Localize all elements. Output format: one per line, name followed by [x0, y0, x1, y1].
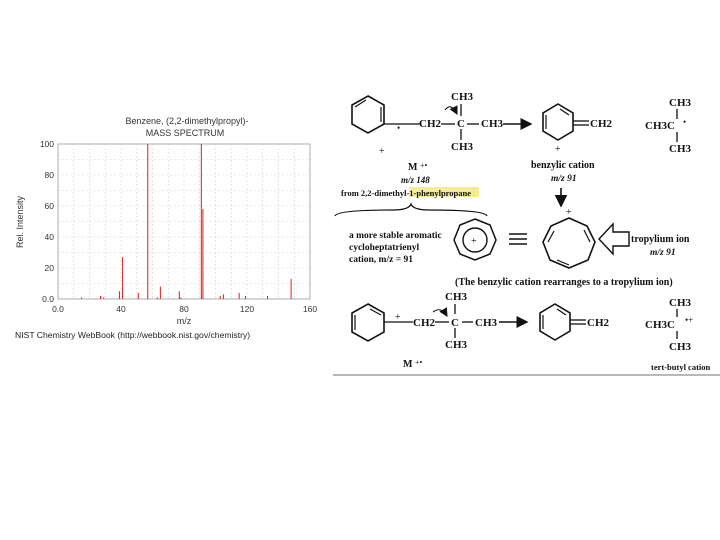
- row1-from-text: from 2,2-dimethyl-1-phenylpropane: [341, 188, 471, 198]
- tropylium-kekule: +: [542, 207, 596, 269]
- y-axis-label: Rel. Intensity: [15, 195, 25, 248]
- plot-bars: [81, 144, 292, 299]
- stable-line2: cycloheptatrienyl: [349, 243, 420, 253]
- row1-parent-molecule: • CH2 C CH3 CH3 CH3 + M +• m/z 148 from …: [341, 91, 504, 198]
- row3-tbutyl-ch3c: CH3C: [645, 319, 675, 331]
- y-tick-label: 100: [40, 139, 54, 149]
- y-tick-label: 40: [45, 232, 55, 242]
- y-tick-label: 0.0: [42, 294, 54, 304]
- y-tick-label: 20: [45, 263, 55, 273]
- svg-text:•+: •+: [685, 315, 693, 325]
- svg-text:+•: +•: [420, 161, 428, 170]
- rearrange-note: (The benzylic cation rearranges to a tro…: [455, 277, 673, 288]
- svg-text:+: +: [555, 144, 561, 155]
- svg-text:+: +: [471, 236, 477, 247]
- tropylium-mz: m/z 91: [650, 248, 676, 258]
- row1-ch2: CH2: [419, 118, 442, 130]
- source-credit: NIST Chemistry WebBook (http://webbook.n…: [15, 330, 250, 340]
- row1-ch3-top: CH3: [451, 91, 474, 103]
- row3-ch2: CH2: [413, 317, 436, 329]
- svg-text:+: +: [379, 146, 385, 157]
- stable-line3: cation, m/z = 91: [349, 255, 413, 265]
- benzylic-ring: [542, 103, 574, 141]
- row3-c: C: [451, 317, 459, 329]
- x-axis-label: m/z: [177, 316, 192, 326]
- plot-grid: [58, 144, 310, 299]
- fragmentation-scheme: • CH2 C CH3 CH3 CH3 + M +• m/z 148 from …: [333, 91, 720, 376]
- row3-parent-molecule: + CH2 C CH3 CH3 CH3 M +•: [351, 291, 498, 370]
- svg-text:•: •: [683, 117, 686, 127]
- row3-ch3-right: CH3: [475, 317, 498, 329]
- benzylic-label: benzylic cation: [531, 160, 595, 171]
- svg-text:•: •: [397, 123, 400, 133]
- row3-tbutyl-ch3-top: CH3: [669, 297, 692, 309]
- x-tick-label: 40: [116, 304, 126, 314]
- row1-mz148: m/z 148: [401, 175, 430, 185]
- x-tick-label: 160: [303, 304, 317, 314]
- row1-tbutyl-ch3-bottom: CH3: [669, 143, 692, 155]
- row1-benzylic-cation: CH2 + benzylic cation m/z 91: [531, 103, 613, 184]
- y-tick-label: 80: [45, 170, 55, 180]
- row1-tbutyl-ch3c: CH3C: [645, 120, 675, 132]
- x-tick-label: 120: [240, 304, 254, 314]
- row3-molecular-ion: M: [403, 359, 413, 370]
- row1-tbutyl-radical: CH3 CH3C • CH3: [645, 97, 692, 155]
- row3-tbutyl-ch3-bottom: CH3: [669, 341, 692, 353]
- row1-tbutyl-ch3-top: CH3: [669, 97, 692, 109]
- chart-title: Benzene, (2,2-dimethylpropyl)-: [125, 116, 248, 126]
- row1-c: C: [457, 118, 465, 130]
- tropylium-pointer-arrow: [598, 222, 630, 256]
- y-tick-labels: 0.0 20 40 60 80 100: [40, 139, 54, 304]
- row3-ch3-bottom: CH3: [445, 339, 468, 351]
- chart-subtitle: MASS SPECTRUM: [146, 128, 225, 138]
- svg-text:+: +: [395, 312, 401, 323]
- tropylium-aromatic-symbol: +: [453, 218, 497, 261]
- from-highlight: [409, 187, 479, 197]
- row3-tbutyl-cation: CH3 CH3C •+ CH3 tert-butyl cation: [645, 297, 711, 372]
- row3-ch3-top: CH3: [445, 291, 468, 303]
- benzene-ring: [351, 95, 385, 134]
- row3-product-ch2: CH2: [587, 317, 610, 329]
- row1-ch3-bottom: CH3: [451, 141, 474, 153]
- mass-spectrum-chart: Benzene, (2,2-dimethylpropyl)- MASS SPEC…: [15, 116, 317, 340]
- row1-product-ch2: CH2: [590, 118, 613, 130]
- tropylium-label: tropylium ion: [631, 234, 690, 245]
- x-tick-label: 0.0: [52, 304, 64, 314]
- x-tick-labels: 0.0 40 80 120 160: [52, 304, 317, 314]
- stable-line1: a more stable aromatic: [349, 231, 442, 241]
- brace: [334, 202, 488, 217]
- row1-mz91: m/z 91: [551, 174, 577, 184]
- cleavage-arrow: [444, 105, 458, 115]
- svg-text:+•: +•: [415, 358, 423, 367]
- equivalence-symbol: [509, 233, 527, 245]
- y-tick-label: 60: [45, 201, 55, 211]
- x-tick-label: 80: [179, 304, 189, 314]
- row1-molecular-ion: M: [408, 162, 418, 173]
- row3-benzyl-radical: CH2: [539, 303, 610, 341]
- tbutyl-label: tert-butyl cation: [651, 362, 711, 372]
- svg-text:+: +: [566, 207, 572, 218]
- row1-ch3-right: CH3: [481, 118, 504, 130]
